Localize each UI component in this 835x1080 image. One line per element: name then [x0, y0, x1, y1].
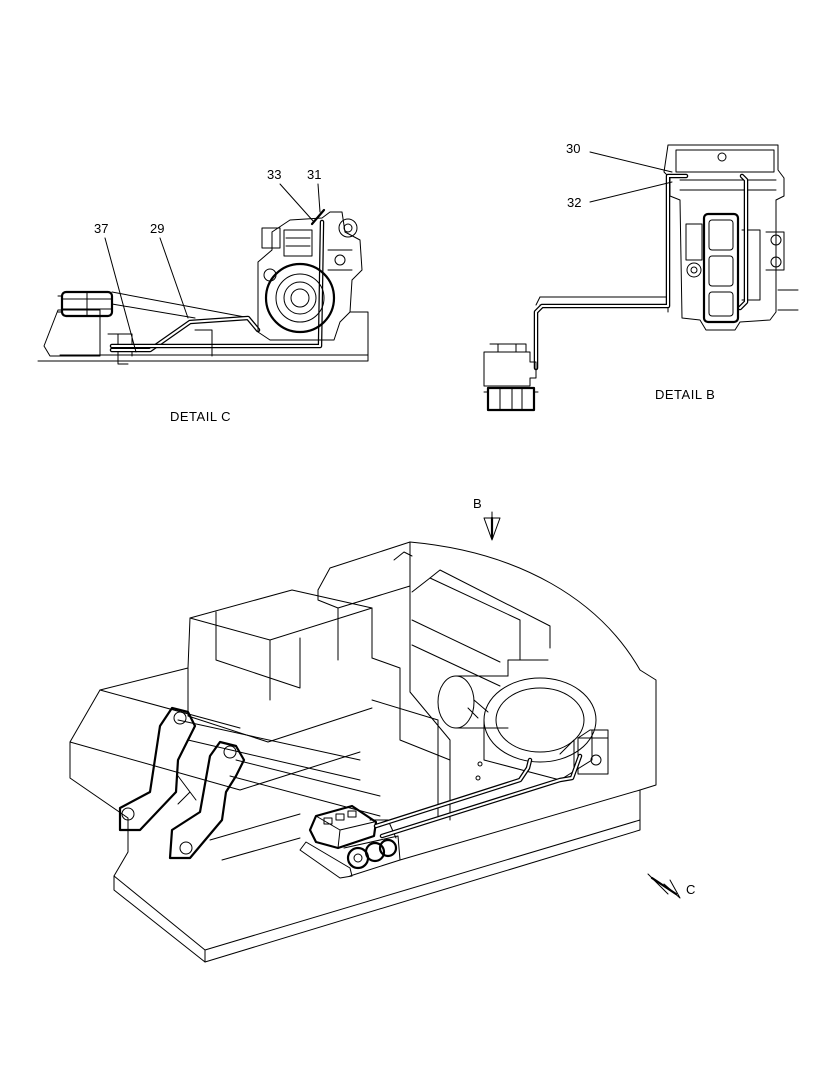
detail-b-caption: DETAIL B: [655, 387, 715, 402]
callout-37: 37: [94, 221, 108, 236]
machine-iso-view: [69, 541, 657, 963]
detail-c-view: 37 29 33 31 DETAIL C: [37, 167, 369, 424]
detail-b-view: 30 32 DETAIL B: [483, 141, 799, 412]
detail-c-caption: DETAIL C: [170, 409, 231, 424]
callout-29: 29: [150, 221, 164, 236]
tank-main-view: [299, 804, 401, 879]
hose-detail-b: [533, 173, 749, 371]
callout-31: 31: [307, 167, 321, 182]
view-arrow-c: C: [647, 873, 695, 899]
callout-30: 30: [566, 141, 580, 156]
engine-detail-c: [257, 208, 363, 341]
view-arrow-b: B: [473, 496, 501, 541]
tank-detail-c: [57, 290, 114, 318]
callout-33: 33: [267, 167, 281, 182]
hose-29: [109, 219, 325, 353]
callout-32: 32: [567, 195, 581, 210]
hose-main-view: [373, 753, 583, 839]
tank-detail-b: [483, 343, 539, 412]
engine-main-view: [437, 659, 609, 781]
view-label-b: B: [473, 496, 482, 511]
engine-detail-b: [663, 144, 799, 331]
view-label-c: C: [686, 882, 695, 897]
